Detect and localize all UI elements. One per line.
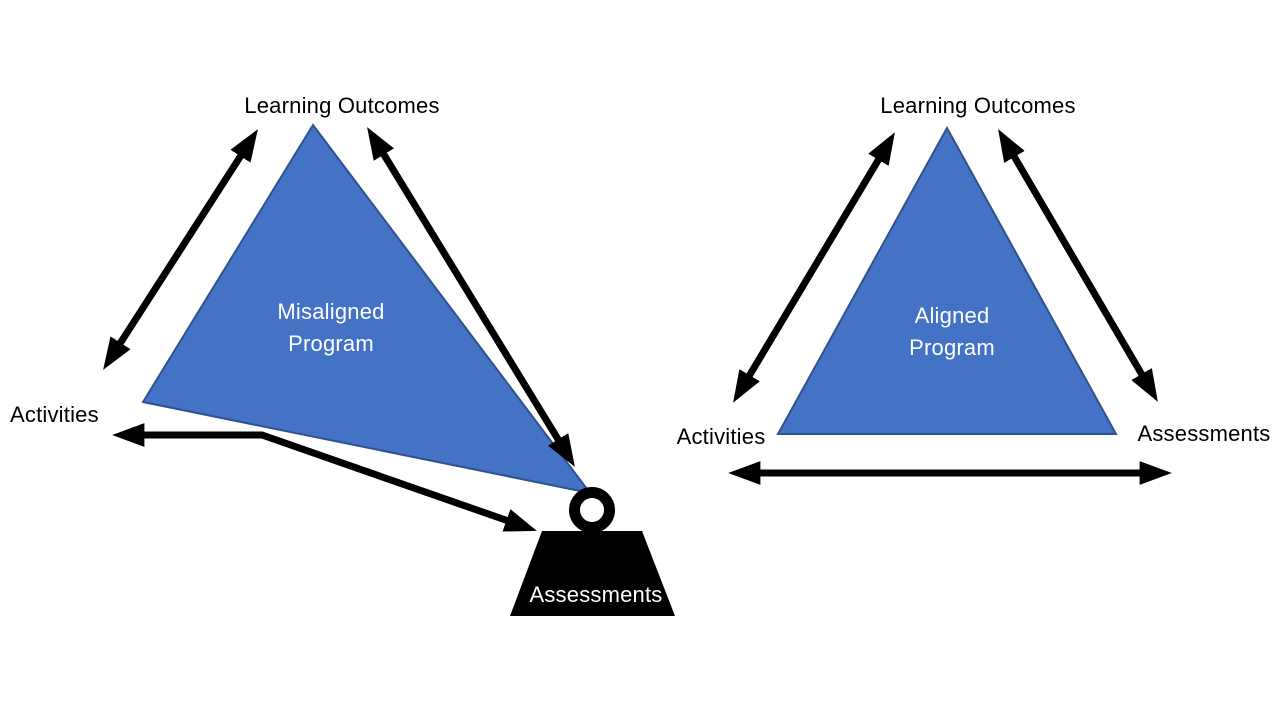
left-label-assessments: Assessments xyxy=(529,582,663,607)
left-triangle-center-label: Misaligned Program xyxy=(241,296,421,360)
right-center-label-line2: Program xyxy=(909,335,995,360)
weight-icon xyxy=(510,487,675,616)
left-center-label-line2: Program xyxy=(288,331,374,356)
left-arrow-outcomes-activities xyxy=(103,129,258,370)
weight-handle-ring xyxy=(569,487,615,533)
right-center-label-line1: Aligned xyxy=(914,303,990,328)
right-arrow-outcomes-activities xyxy=(733,132,895,403)
right-triangle-center-label: Aligned Program xyxy=(862,300,1042,364)
right-arrow-outcomes-assessments xyxy=(998,129,1158,402)
left-label-learning-outcomes: Learning Outcomes xyxy=(244,93,440,118)
weight-body xyxy=(510,531,675,616)
right-label-learning-outcomes: Learning Outcomes xyxy=(880,93,1076,118)
aligned-triangle xyxy=(776,125,1118,435)
left-arrow-outcomes-assessments xyxy=(367,127,575,467)
left-label-activities: Activities xyxy=(10,402,99,427)
right-label-activities: Activities xyxy=(676,424,766,449)
right-label-assessments: Assessments xyxy=(1137,421,1271,446)
left-center-label-line1: Misaligned xyxy=(277,299,385,324)
left-arrow-activities-assessments xyxy=(112,423,537,532)
